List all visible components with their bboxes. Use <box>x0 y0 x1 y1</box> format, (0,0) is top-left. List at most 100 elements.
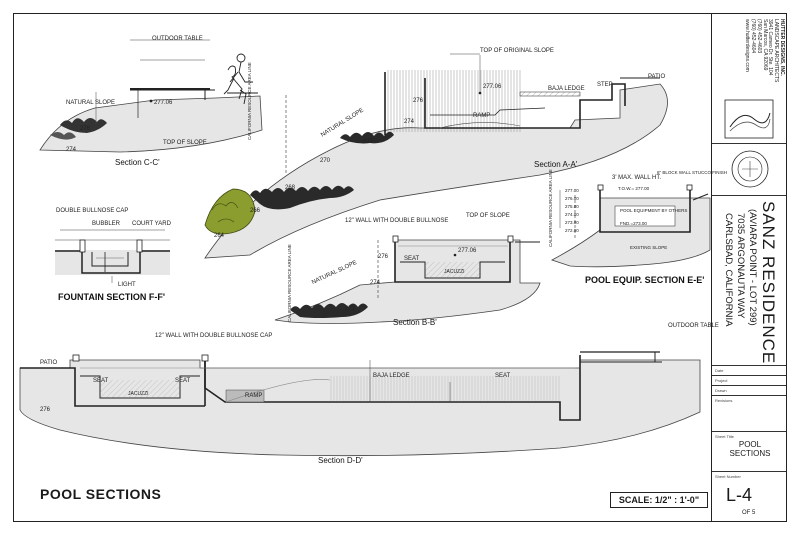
section-a-label: CALIFORNIA RESOURCE AREA LINE <box>247 62 252 140</box>
divider <box>712 431 786 432</box>
section-e-label: 276.00 <box>565 196 579 201</box>
project-subtitle: (AVIARA POINT - LOT 299) <box>747 209 758 326</box>
section-e-label: 275.00 <box>565 204 579 209</box>
section-e-label: 6" BLOCK WALL STUCCO FINISH <box>657 170 728 175</box>
project-title: SANZ RESIDENCE <box>759 201 778 365</box>
section-b-label: 274 <box>370 280 381 286</box>
divider <box>712 195 786 196</box>
section-e-label: 3' MAX. WALL HT. <box>612 175 662 181</box>
section-e-label: EXISTING SLOPE <box>630 245 668 250</box>
section-b-diagram <box>274 235 541 324</box>
section-f-label: LIGHT <box>118 282 136 288</box>
section-c-label: NATURAL SLOPE <box>66 100 116 106</box>
section-b-label: 276 <box>378 254 389 260</box>
divider <box>712 395 786 396</box>
section-d-label: 12" WALL WITH DOUBLE BULLNOSE CAP <box>155 333 273 339</box>
section-a-label: 266 <box>250 208 261 214</box>
divider <box>712 385 786 386</box>
section-f-title: FOUNTAIN SECTION F-F' <box>58 292 165 302</box>
section-a-diagram <box>204 53 668 259</box>
section-a-label: 264 <box>214 233 225 239</box>
section-d-label: PATIO <box>40 360 58 366</box>
firm-line: HUTTER DESIGNS, INC. <box>779 19 785 76</box>
section-b-title: Section B-B' <box>393 318 437 327</box>
sheet-title: POOL SECTIONS <box>40 486 162 502</box>
firm-line: www.hutterdesigns.com <box>744 19 751 72</box>
section-d-label: SEAT <box>495 373 511 379</box>
section-d-label: 276 <box>40 407 51 413</box>
section-a-label: 270 <box>320 158 331 164</box>
section-b-label: 277.06 <box>458 248 477 254</box>
section-a-label: STEP <box>597 82 613 88</box>
scale-label: SCALE: 1/2" : 1'-0" <box>610 492 708 508</box>
section-a-label: 272 <box>363 139 374 145</box>
section-a-label: TOP OF ORIGINAL SLOPE <box>480 48 554 54</box>
section-c-title: Section C-C' <box>115 158 160 167</box>
project-city: CARLSBAD, CALIFORNIA <box>723 213 734 327</box>
sheet-number: L-4 <box>726 485 753 505</box>
section-d-label: SEAT <box>93 378 109 384</box>
sheet-of: OF 5 <box>742 510 756 516</box>
section-b-label: SEAT <box>404 256 420 262</box>
divider <box>712 143 786 144</box>
field-label-drawn: Drawn <box>715 388 727 393</box>
sheet-number-label: Sheet Number <box>715 474 741 479</box>
divider <box>712 365 786 366</box>
section-a-title: Section A-A' <box>534 160 578 169</box>
section-d-title: Section D-D' <box>318 456 363 465</box>
section-c-label: 276 <box>80 126 91 132</box>
section-c-diagram <box>39 39 263 153</box>
section-b-label: TOP OF SLOPE <box>466 213 510 219</box>
section-e-label: T.O.W.= 277.00 <box>618 186 650 191</box>
field-label-project: Project <box>715 378 728 383</box>
project-address: 7035 ARGONAUTA WAY <box>735 213 746 319</box>
section-e-label: 274.00 <box>565 212 579 217</box>
section-f-label: DOUBLE BULLNOSE CAP <box>56 208 129 214</box>
firm-logo-icon <box>724 99 774 139</box>
firm-line: (760) 452-4603 <box>756 19 762 54</box>
section-d-label: BAJA LEDGE <box>373 373 410 379</box>
license-seal-icon <box>731 150 769 188</box>
section-b-label: CALIFORNIA RESOURCE AREA LINE <box>287 244 292 322</box>
section-e-label: CALIFORNIA RESOURCE AREA LINE <box>548 169 553 247</box>
section-a-label: 276 <box>413 98 424 104</box>
section-a-label: RAMP <box>473 113 491 119</box>
section-c-label: 274 <box>66 147 77 153</box>
section-e-label: 277.00 <box>565 188 579 193</box>
sheet-title-label: Sheet Title <box>715 434 734 439</box>
firm-info: HUTTER DESIGNS, INC. LANDSCAPE ARCHITECT… <box>744 19 786 83</box>
divider <box>712 375 786 376</box>
section-a-label: 277.06 <box>483 84 502 90</box>
section-d-label: RAMP <box>245 393 263 399</box>
section-c-label: TOP OF SLOPE <box>163 140 207 146</box>
section-e-label: 272.00 <box>565 228 579 233</box>
section-b-label: 272 <box>345 306 356 312</box>
sheet-name: POOL SECTIONS <box>729 440 771 459</box>
section-b-label: 12" WALL WITH DOUBLE BULLNOSE <box>345 218 449 224</box>
section-f-label: BUBBLER <box>92 221 121 227</box>
section-e-title: POOL EQUIP. SECTION E-E' <box>585 275 705 285</box>
section-a-label: 274 <box>404 119 415 125</box>
firm-line: LANDSCAPE ARCHITECTS <box>773 19 780 83</box>
section-c-label: 277.06 <box>154 100 173 106</box>
section-f-label: COURT YARD <box>132 221 171 227</box>
section-b-label: JACUZZI <box>444 269 465 275</box>
firm-line: (760) 452-4604 <box>750 19 757 54</box>
section-e-label: POOL EQUIPMENT BY OTHERS <box>620 208 688 213</box>
section-e-label: FND.=273.00 <box>620 221 647 226</box>
section-a-label: PATIO <box>648 74 666 80</box>
section-e-diagram <box>550 184 711 268</box>
field-label-revisions: Revisions <box>715 398 733 403</box>
field-label-date: Date <box>715 368 724 373</box>
section-d-label: JACUZZI <box>128 391 149 397</box>
section-c-label: OUTDOOR TABLE <box>152 36 203 42</box>
section-d-diagram <box>19 351 701 457</box>
section-f-diagram <box>55 229 170 283</box>
section-a-label: 268 <box>285 185 296 191</box>
section-e-label: 273.00 <box>565 220 579 225</box>
section-d-label: OUTDOOR TABLE <box>668 323 719 329</box>
section-d-label: SEAT <box>175 378 191 384</box>
divider <box>712 471 786 472</box>
title-block: HUTTER DESIGNS, INC. LANDSCAPE ARCHITECT… <box>711 13 787 522</box>
section-a-label: BAJA LEDGE <box>548 86 585 92</box>
